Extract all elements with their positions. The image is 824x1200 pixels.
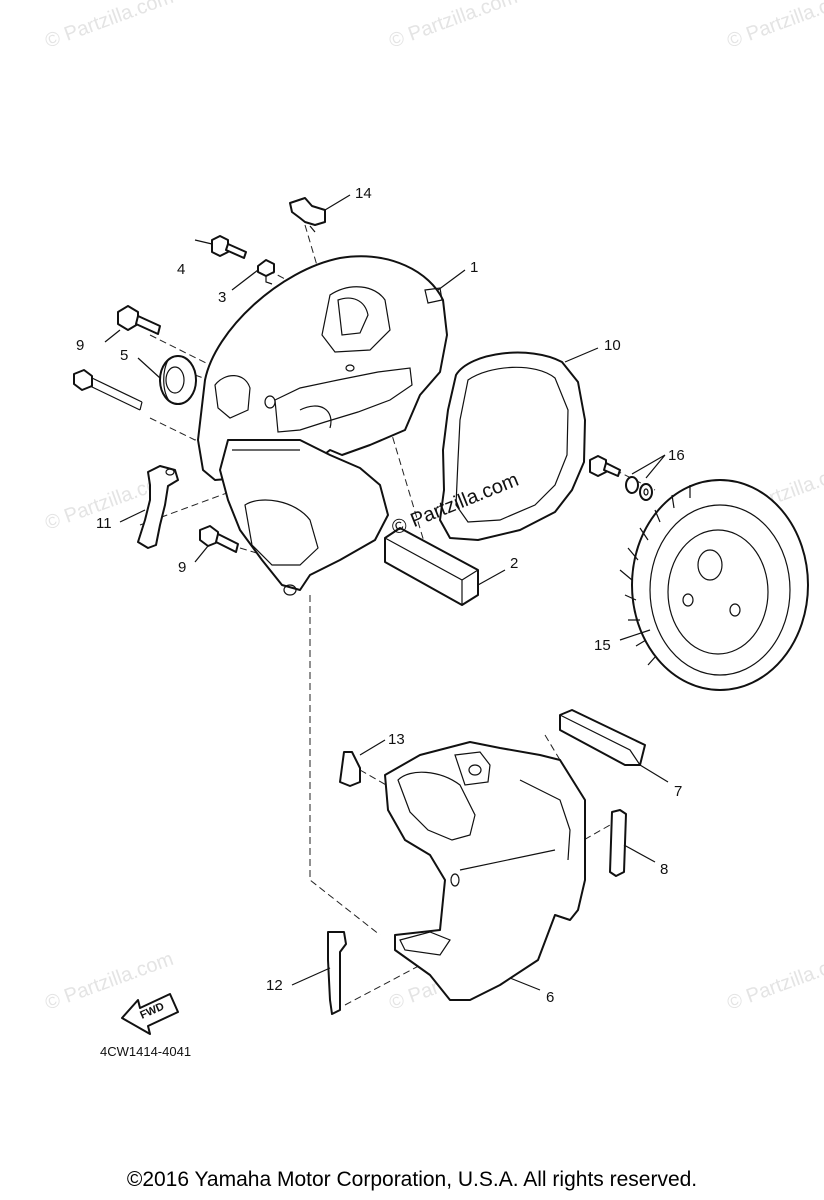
callout-14: 14	[355, 185, 372, 202]
callout-2: 2	[510, 555, 518, 572]
flywheel-fan-part[interactable]	[619, 479, 809, 691]
callout-13: 13	[388, 731, 405, 748]
clip-lower-part[interactable]	[327, 931, 347, 1015]
watermark-text: © Partzilla.com	[386, 0, 520, 53]
leader-lines	[104, 194, 669, 991]
callout-15: 15	[594, 637, 611, 654]
callout-7: 7	[674, 783, 682, 800]
fwd-arrow: FWD	[121, 993, 179, 1035]
grommet-part[interactable]	[159, 355, 197, 405]
bracket-part[interactable]	[137, 465, 179, 549]
callout-12: 12	[266, 977, 283, 994]
seal-block-part[interactable]	[384, 527, 479, 606]
pad-part[interactable]	[609, 809, 627, 877]
diagram-code: 4CW1414-4041	[100, 1044, 191, 1059]
copyright-notice: ©2016 Yamaha Motor Corporation, U.S.A. A…	[126, 1168, 698, 1191]
callout-8: 8	[660, 861, 668, 878]
upper-shroud-part[interactable]	[197, 255, 448, 481]
watermark-text: © Partzilla.com	[724, 0, 824, 53]
shaft-bolt-part[interactable]	[73, 369, 143, 411]
clip-part[interactable]	[289, 197, 326, 233]
screw-part[interactable]	[257, 259, 275, 285]
screw-washer-part[interactable]	[589, 455, 653, 501]
shroud-lower-panel	[219, 439, 389, 596]
callout-3: 3	[218, 289, 226, 306]
bolt-part[interactable]	[211, 235, 247, 259]
callout-5: 5	[120, 347, 128, 364]
callout-10: 10	[604, 337, 621, 354]
callout-1: 1	[470, 259, 478, 276]
callout-11: 11	[96, 515, 112, 532]
callout-4: 4	[177, 261, 185, 278]
bolt-lower-part[interactable]	[199, 525, 239, 553]
callout-16: 16	[668, 447, 685, 464]
watermark-text: © Partzilla.com	[724, 948, 824, 1015]
callouts: 14 4 3 1 9 5 10 16 11 9 2 15 13 7 8 12 6	[76, 185, 685, 1006]
pin-part[interactable]	[339, 751, 361, 787]
callout-9-lower: 9	[178, 559, 186, 576]
gasket-part[interactable]	[439, 351, 586, 541]
callout-9-upper: 9	[76, 337, 84, 354]
long-bolt-part[interactable]	[117, 305, 161, 335]
seal-bar-part[interactable]	[559, 709, 646, 766]
lower-shroud-part[interactable]	[384, 741, 586, 1001]
callout-6: 6	[546, 989, 554, 1006]
watermark-text: © Partzilla.com	[42, 0, 176, 53]
